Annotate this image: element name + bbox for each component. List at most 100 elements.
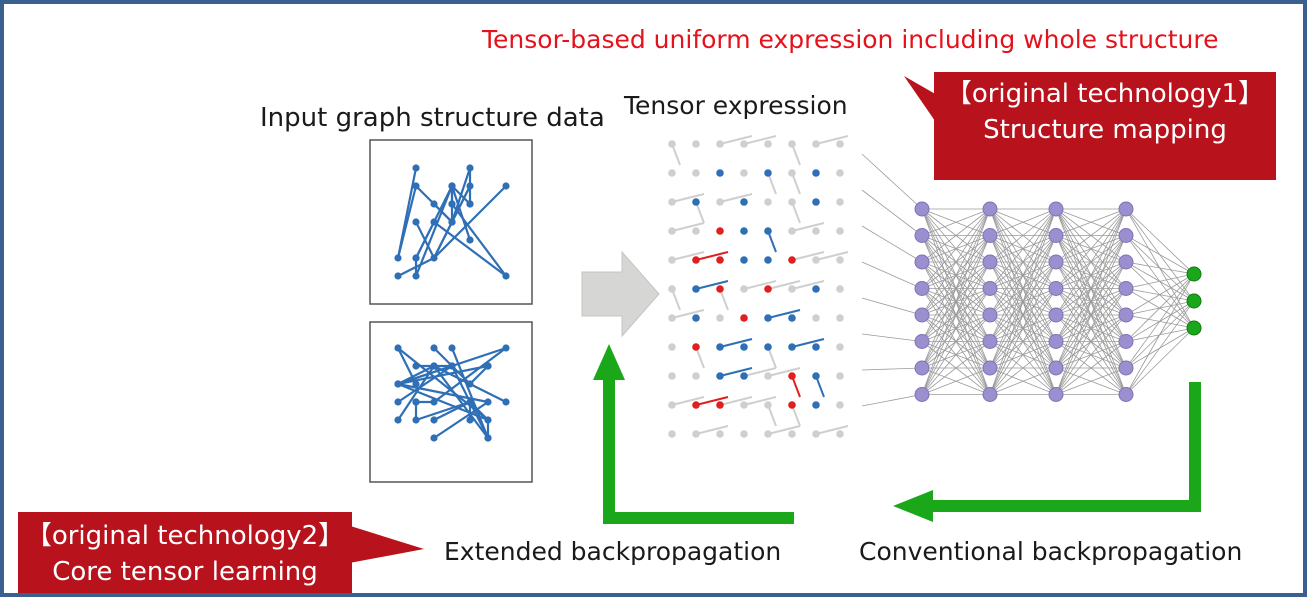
tensor-edge — [815, 251, 849, 261]
nn-edge — [1125, 273, 1195, 369]
graph-node — [412, 362, 420, 370]
graph-node — [430, 200, 438, 208]
nn-node — [1118, 228, 1134, 243]
tensor-node — [668, 314, 676, 322]
tensor-node — [812, 256, 820, 264]
tensor-node — [788, 256, 796, 264]
tensor-node — [836, 285, 844, 293]
nn-edge — [1055, 235, 1127, 395]
callout1-line1: 【original technology1】 — [945, 79, 1265, 109]
nn-node — [982, 360, 998, 376]
tensor-node — [764, 285, 772, 293]
graph-node — [466, 398, 474, 406]
tensor-edge — [743, 367, 777, 377]
nn-node — [1048, 334, 1064, 349]
nn-edge — [989, 261, 1057, 395]
tensor-node — [740, 401, 748, 409]
graph-edge — [451, 365, 471, 385]
nn-node — [914, 334, 930, 349]
nn-edge — [1125, 300, 1195, 395]
tensor-edge — [671, 251, 705, 261]
tensor-node — [668, 343, 676, 351]
tensor-edge — [719, 193, 753, 203]
neural-network-edges — [861, 153, 1195, 407]
tensor-node — [716, 372, 724, 380]
graph-edge — [414, 185, 454, 277]
graph-node — [466, 200, 474, 208]
graph-node — [466, 182, 474, 190]
nn-node — [914, 201, 930, 217]
graph-edge — [397, 347, 417, 385]
tensor-node — [812, 169, 820, 177]
nn-edge — [1125, 235, 1195, 275]
nn-edge — [921, 235, 991, 395]
nn-edge — [1055, 367, 1127, 395]
graph-node — [502, 398, 510, 406]
nn-node — [1048, 360, 1064, 376]
nn-node — [1118, 334, 1134, 349]
tensor-node — [740, 314, 748, 322]
nn-edge — [921, 208, 991, 342]
nn-edge — [1055, 208, 1127, 263]
graph-node — [430, 254, 438, 262]
tensor-node — [764, 227, 772, 235]
tensor-node — [716, 285, 724, 293]
graph-node — [448, 200, 456, 208]
tensor-node — [788, 343, 796, 351]
output-node — [1186, 320, 1202, 336]
tensor-node — [692, 140, 700, 148]
nn-edge — [989, 314, 1057, 395]
tensor-edge — [695, 280, 729, 290]
tensor-node — [788, 227, 796, 235]
graph-edge — [397, 382, 489, 422]
graph-edge — [415, 400, 471, 422]
tensor-edge — [671, 309, 705, 319]
conventional-backprop-arrow — [929, 382, 1201, 512]
tensor-edge — [695, 425, 729, 435]
tensor-edge — [791, 338, 825, 348]
graph-node — [448, 218, 456, 226]
tensor-node — [788, 401, 796, 409]
nn-node — [1048, 281, 1064, 296]
tensor-node — [668, 256, 676, 264]
nn-edge — [1055, 288, 1127, 395]
tensor-node — [764, 256, 772, 264]
nn-edge — [989, 208, 1057, 289]
tensor-node — [668, 169, 676, 177]
tensor-node — [764, 372, 772, 380]
graph-edge — [450, 347, 490, 439]
tensor-node — [716, 256, 724, 264]
tensor-edge — [719, 338, 753, 348]
nn-edge — [989, 208, 1057, 236]
conventional-backprop-label: Conventional backpropagation — [859, 537, 1243, 566]
tensor-node — [668, 285, 676, 293]
tensor-edge — [815, 135, 849, 145]
graph-node — [430, 434, 438, 442]
tensor-node — [788, 372, 796, 380]
graph-node — [394, 272, 402, 280]
graph-node — [430, 398, 438, 406]
graph-edge — [397, 364, 489, 386]
nn-edge — [1125, 261, 1195, 275]
nn-edge — [921, 288, 991, 395]
nn-node — [914, 360, 930, 376]
graph-node — [412, 272, 420, 280]
nn-edge — [989, 288, 1057, 395]
tensor-edge — [719, 367, 753, 377]
nn-node — [914, 387, 930, 402]
tensor-node — [764, 401, 772, 409]
nn-node — [1048, 201, 1064, 217]
tensor-node — [764, 169, 772, 177]
graph-node — [430, 362, 438, 370]
graph-node — [430, 416, 438, 424]
tensor-edge — [743, 135, 777, 145]
tensor-node — [716, 343, 724, 351]
tensor-node — [812, 372, 820, 380]
tensor-node — [812, 314, 820, 322]
nn-edge — [989, 341, 1057, 395]
tensor-node — [692, 343, 700, 351]
nn-node — [914, 228, 930, 243]
tensor-node — [836, 343, 844, 351]
tensor-node — [764, 140, 772, 148]
